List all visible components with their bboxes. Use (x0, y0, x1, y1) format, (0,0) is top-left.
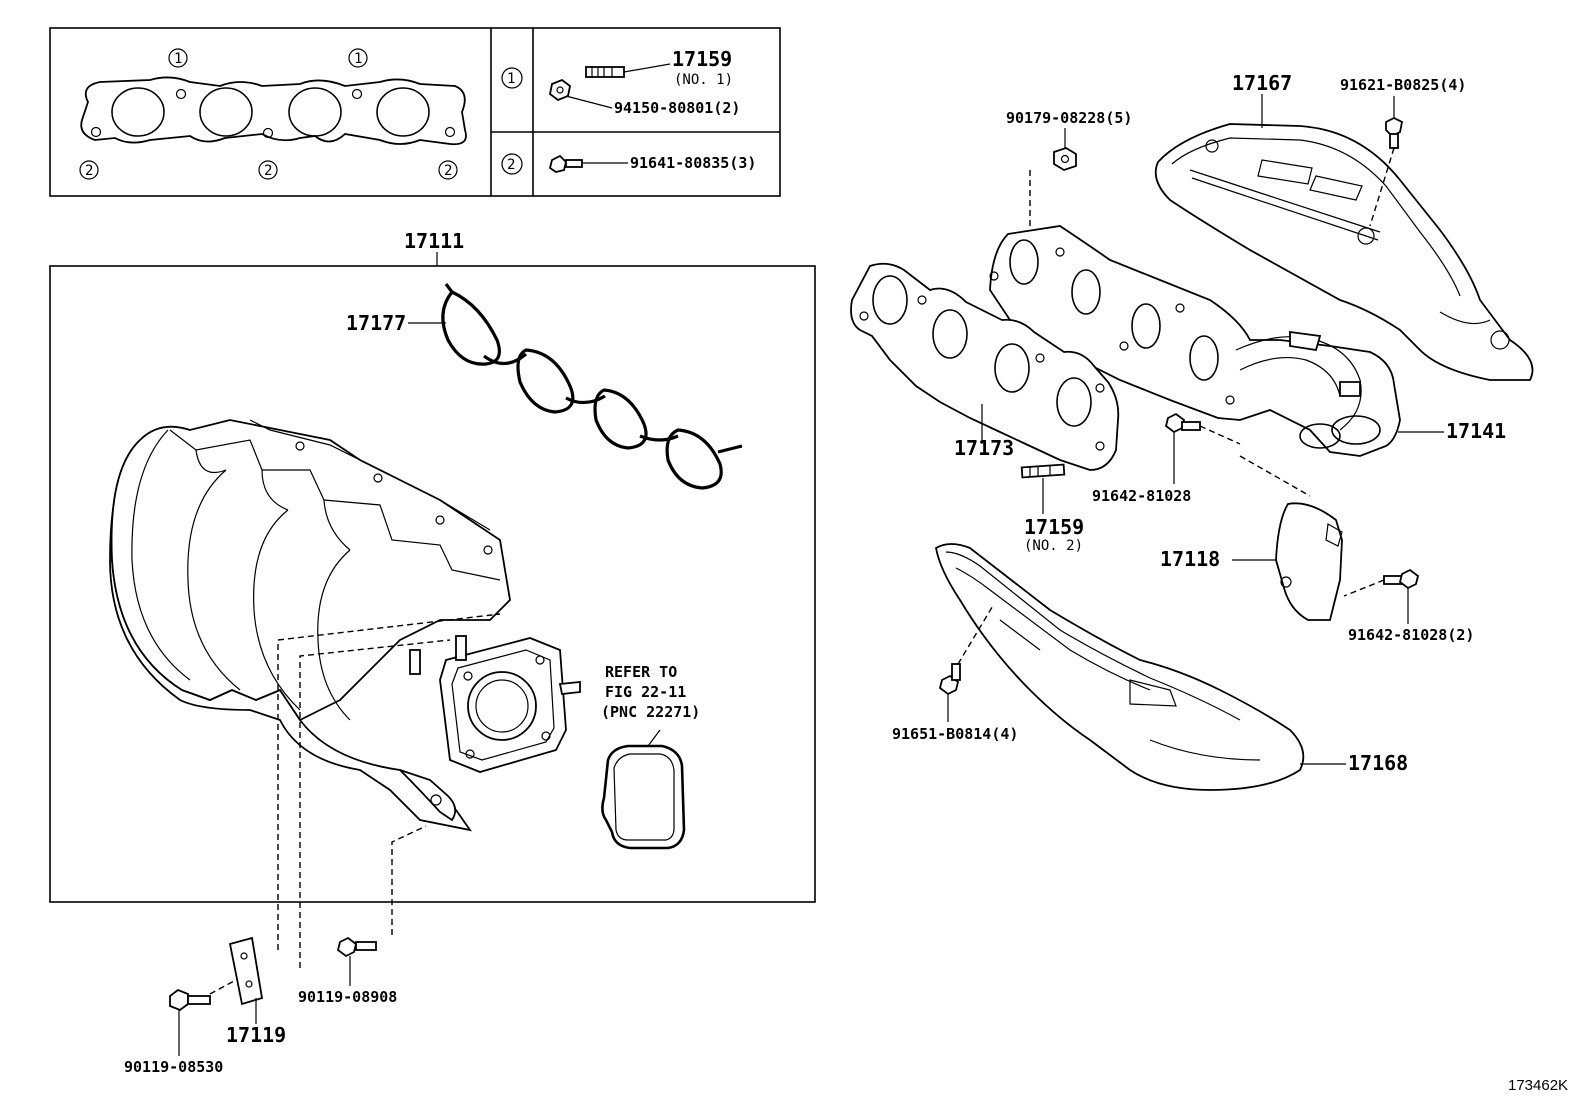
bolt-90119-08908 (336, 936, 377, 986)
intake-gasket (441, 283, 743, 490)
legend-stud-number: 17159 (672, 47, 732, 71)
legend-row1-marker: 1 (507, 71, 515, 87)
bolt-91642-81028-2 (1343, 568, 1420, 624)
legend-stud-note: (NO. 1) (674, 72, 733, 88)
throttle-body-gasket (601, 729, 686, 850)
label-91621-b0825: 91621-B0825(4) (1340, 76, 1466, 94)
refer-line-1: REFER TO (605, 663, 677, 681)
label-17173: 17173 (954, 436, 1014, 460)
exhaust-gasket-illustration: 1 1 2 2 2 (79, 48, 467, 180)
exhaust-manifold-gasket (850, 262, 1120, 471)
label-90119-08908: 90119-08908 (298, 988, 397, 1006)
label-17168: 17168 (1348, 751, 1408, 775)
figure-id: 173462K (1508, 1077, 1568, 1094)
legend-nut-number: 94150-80801(2) (614, 99, 740, 117)
bolt-91621-b0825 (1369, 96, 1404, 227)
bolt-90119-08530 (169, 988, 211, 1056)
legend-box: 1 1 2 2 2 1 17159 (NO. 1) 94150-80801(2) (49, 27, 781, 197)
bolt-icon (548, 154, 583, 173)
marker-circle-1 (168, 48, 188, 68)
legend-bolt-number: 91641-80835(3) (630, 154, 756, 172)
label-17119: 17119 (226, 1023, 286, 1047)
refer-line-2: FIG 22-11 (605, 683, 686, 701)
marker-circle-1 (348, 48, 368, 68)
label-17141: 17141 (1446, 419, 1506, 443)
label-91651-b0814: 91651-B0814(4) (892, 725, 1018, 743)
marker-2-a: 2 (85, 163, 93, 179)
legend-row2-marker: 2 (507, 157, 515, 173)
label-91642-81028-2: 91642-81028(2) (1348, 626, 1474, 644)
label-17177: 17177 (346, 311, 406, 335)
nut-icon (549, 78, 571, 102)
marker-2-b: 2 (264, 163, 272, 179)
label-17111: 17111 (404, 229, 464, 253)
label-91642-81028: 91642-81028 (1092, 487, 1191, 505)
intake-manifold-body (109, 419, 511, 832)
bolt-91651-b0814 (938, 603, 995, 722)
bolt-91642-81028 (1164, 412, 1241, 484)
label-17167: 17167 (1232, 71, 1292, 95)
legend-frame (49, 27, 781, 197)
manifold-stay-17118 (1275, 502, 1343, 621)
marker-1-a: 1 (174, 51, 182, 67)
marker-2-c: 2 (444, 163, 452, 179)
label-90119-08530: 90119-08530 (124, 1058, 223, 1076)
stud-icon (585, 66, 625, 78)
label-17118: 17118 (1160, 547, 1220, 571)
label-17159-note: (NO. 2) (1024, 538, 1083, 554)
heat-insulator-lower (935, 543, 1305, 791)
intake-manifold-assembly: 17111 17177 (49, 229, 816, 968)
throttle-flange (399, 635, 581, 822)
label-90179-08228: 90179-08228(5) (1006, 109, 1132, 127)
intake-manifold-frame (49, 265, 816, 903)
stud-17159 (1020, 463, 1066, 514)
nut-90179-08228 (1029, 128, 1077, 226)
marker-1-b: 1 (354, 51, 362, 67)
bracket-17119 (228, 936, 264, 1024)
label-17159: 17159 (1024, 515, 1084, 539)
refer-line-3: (PNC 22271) (601, 703, 700, 721)
heat-insulator-upper (1154, 123, 1534, 381)
